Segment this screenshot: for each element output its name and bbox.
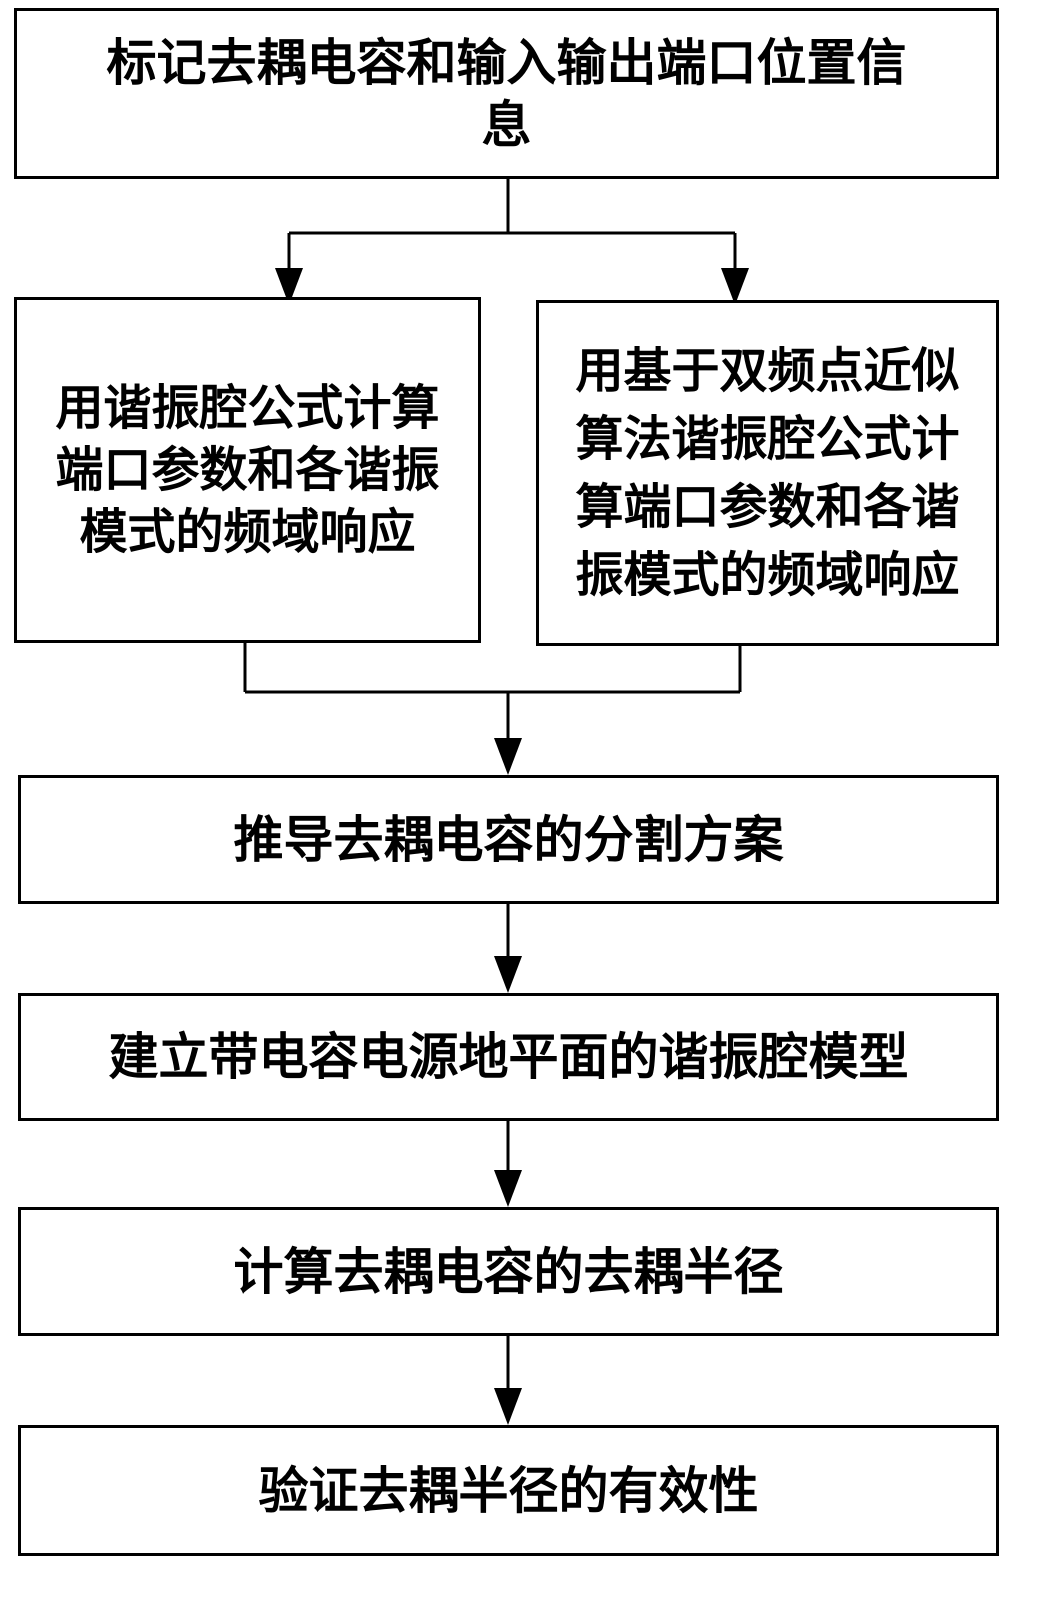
step-compute-radius: 计算去耦电容的去耦半径 xyxy=(18,1207,999,1336)
arrowhead xyxy=(494,956,522,993)
arrowhead xyxy=(494,1388,522,1425)
arrowhead xyxy=(275,268,303,305)
step-text-line: 用基于双频点近似 xyxy=(575,343,960,399)
step-text-line: 算端口参数和各谐 xyxy=(575,479,960,535)
step-text-line: 用谐振腔公式计算 xyxy=(55,380,440,436)
step-text: 计算去耦电容的去耦半径 xyxy=(233,1241,784,1301)
step-text-line: 端口参数和各谐振 xyxy=(55,442,440,498)
step-resonant-cavity-calc: 用谐振腔公式计算 端口参数和各谐振 模式的频域响应 xyxy=(14,297,481,643)
step-build-model: 建立带电容电源地平面的谐振腔模型 xyxy=(18,993,999,1121)
step-derive-partition: 推导去耦电容的分割方案 xyxy=(18,775,999,904)
step-text: 建立带电容电源地平面的谐振腔模型 xyxy=(108,1027,909,1086)
step-text: 验证去耦半径的有效性 xyxy=(258,1460,759,1520)
arrowhead xyxy=(494,738,522,775)
step-text-line: 标记去耦电容和输入输出端口位置信 xyxy=(106,32,907,92)
step-dual-frequency-calc: 用基于双频点近似 算法谐振腔公式计 算端口参数和各谐 振模式的频域响应 xyxy=(536,300,999,646)
step-text-line: 算法谐振腔公式计 xyxy=(575,411,960,467)
step-text-line: 振模式的频域响应 xyxy=(575,547,960,603)
step-verify-radius: 验证去耦半径的有效性 xyxy=(18,1425,999,1556)
step-text: 推导去耦电容的分割方案 xyxy=(233,809,784,869)
step-text-line: 息 xyxy=(481,94,532,154)
step-mark-positions: 标记去耦电容和输入输出端口位置信 息 xyxy=(14,8,999,179)
arrowhead xyxy=(494,1170,522,1207)
arrowhead xyxy=(721,268,749,305)
step-text-line: 模式的频域响应 xyxy=(79,504,416,560)
